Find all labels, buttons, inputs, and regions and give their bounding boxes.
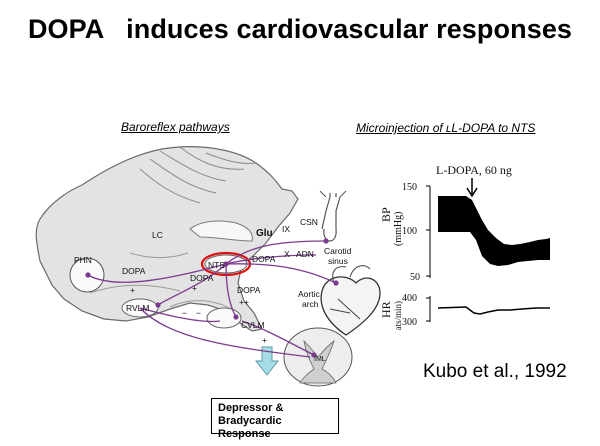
label-carotid-sinus: sinus [328, 256, 348, 266]
label-ix: IX [282, 224, 290, 234]
response-box: Depressor & Bradycardic Response [211, 398, 339, 440]
label-minus-2: − [196, 308, 201, 318]
hr-trace [437, 306, 550, 315]
bp-tick-150: 150 [402, 182, 417, 193]
label-glu: Glu [256, 228, 273, 239]
label-csn: CSN [300, 217, 318, 227]
injection-arrow-icon [466, 178, 478, 198]
label-nts: NTS [208, 260, 225, 270]
citation: Kubo et al., 1992 [423, 361, 567, 382]
carotid-sinus-branch [319, 190, 347, 198]
bp-hr-traces: L-DOPA, 60 ng 150 100 50 400 300 BP (mmH… [380, 163, 550, 330]
caption-baroreflex-pathways: Baroreflex pathways [121, 120, 230, 134]
label-aortic-arch: arch [302, 299, 319, 309]
label-cvlm: CVLM [241, 320, 265, 330]
pathway-nodes [85, 238, 339, 358]
label-aortic: Aortic [298, 289, 320, 299]
caption-microinjection: Microinjection of ʟL-DOPA to NTS [356, 121, 536, 135]
bp-trace [438, 196, 550, 266]
label-rvlm: RVLM [126, 303, 149, 313]
label-x: X [284, 249, 290, 259]
trace-annotation: L-DOPA, 60 ng [436, 163, 512, 177]
bp-tick-50: 50 [410, 272, 420, 283]
hr-axis-label: HR [380, 301, 393, 318]
spinal-cord-section [283, 327, 353, 387]
label-phn: PHN [74, 255, 92, 265]
label-iml: IML [314, 356, 326, 363]
hr-tick-300: 300 [402, 317, 417, 328]
trace-axes [426, 185, 431, 322]
label-adn: ADN [296, 249, 314, 259]
hr-tick-400: 400 [402, 293, 417, 304]
bp-tick-100: 100 [402, 226, 417, 237]
label-dopa-nts-right: DOPA [252, 254, 276, 264]
fourth-ventricle [189, 220, 253, 242]
label-minus-1: − [182, 308, 187, 318]
label-plus-1: + [130, 285, 135, 295]
label-dopa-nts-left: DOPA [190, 273, 214, 283]
cvlm-nucleus [206, 307, 242, 329]
response-line-1: Depressor & Bradycardic [218, 402, 284, 427]
carotid-sinus [321, 193, 341, 242]
label-plusplus: ++ [239, 297, 249, 307]
label-dopa-lower: DOPA [237, 285, 261, 295]
label-plus-2: + [192, 283, 197, 293]
label-dopa-phn: DOPA [122, 266, 146, 276]
bp-axis-label: BP [380, 207, 393, 222]
heart-icon [320, 265, 381, 336]
label-carotid: Carotid [324, 246, 352, 256]
neural-pathways [87, 240, 337, 358]
label-lc: LC [152, 230, 163, 240]
slide-title: DOPA induces cardiovascular responses [27, 14, 573, 44]
hr-axis-unit: (beats/min) [393, 301, 403, 330]
label-plus-3: + [262, 335, 267, 345]
down-arrow-icon [254, 346, 280, 376]
response-line-2: Response [218, 428, 271, 440]
bp-axis-unit: (mmHg) [393, 212, 404, 246]
cerebellum-folds [139, 146, 257, 204]
baroreflex-diagram: LC Glu IX CSN Carotid sinus PHN DOPA NTS… [35, 146, 381, 387]
